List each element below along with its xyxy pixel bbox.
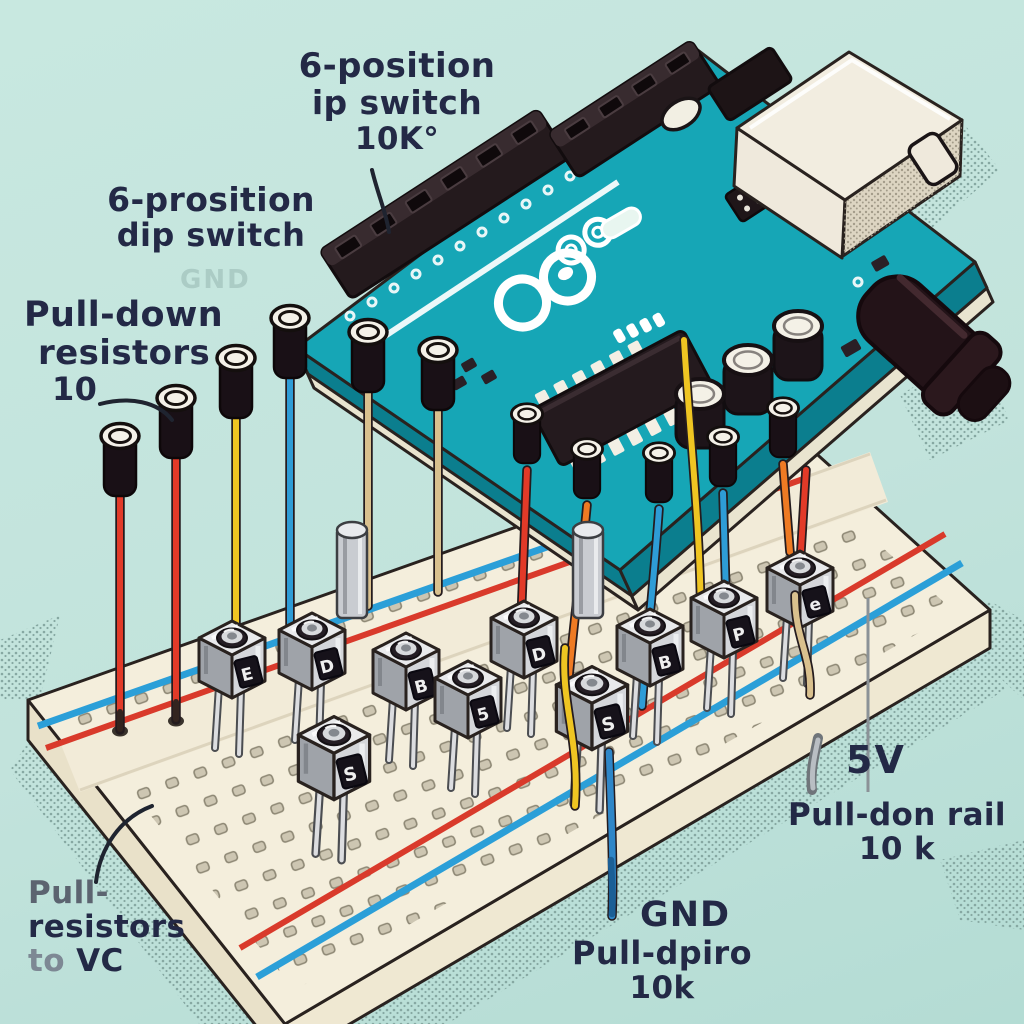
dip-switch: B: [617, 609, 683, 742]
dip-switch-label: D: [318, 656, 337, 679]
logo-capsule: [600, 206, 642, 240]
logo-text-marks: [613, 312, 666, 344]
arduino-logo: [493, 206, 666, 344]
dip-switch: D: [491, 601, 557, 734]
barrel-jack: [856, 274, 1012, 422]
dip-switch: S: [298, 717, 369, 861]
mounting-hole: [660, 96, 702, 132]
dip-switch-label: P: [731, 624, 748, 646]
label-ghost-gnd: GND: [180, 265, 251, 295]
label-top-switch: 6-position ip switch 10K°: [298, 46, 496, 157]
dip-switch-label: 5: [475, 704, 491, 726]
dip-switch: P: [691, 581, 757, 714]
label-left-switch: 6-prosition dip switch: [107, 180, 315, 255]
hex-standoff: [335, 520, 369, 620]
usb-connector: [707, 46, 964, 260]
dip-switch: e: [767, 551, 833, 684]
dip-switch: D: [279, 613, 345, 746]
dip-switch: 5: [435, 661, 501, 794]
usb-tab: [907, 131, 959, 187]
dip-switch-label: S: [600, 713, 618, 737]
label-gnd: GND: [640, 895, 731, 935]
pointer-lines: [94, 168, 391, 884]
dip-switch-label: B: [657, 652, 674, 675]
label-5v: 5V: [846, 738, 906, 782]
dip-switch-label: E: [239, 664, 255, 686]
hex-standoff: [571, 520, 605, 620]
pointer-top-switch: [370, 168, 391, 234]
dip-switch-label: D: [530, 644, 549, 667]
dip-switch-label: e: [807, 594, 823, 616]
label-pulldown-resistors: Pull-down resistors 10: [24, 295, 224, 408]
silkscreen-stripe: [380, 179, 620, 341]
dip-switch: S: [556, 667, 627, 811]
dip-switch-label: S: [342, 763, 360, 787]
pointer-pull-vcc: [94, 804, 154, 884]
metal-pin-highlight: [809, 737, 821, 791]
pointer-pulldown: [98, 398, 174, 422]
header-strip-short: [549, 41, 720, 178]
label-pulldown-rail: Pull-don rail 10 k: [788, 797, 1006, 868]
arduino-board: [294, 41, 1012, 612]
label-pulldown-bottom: Pull-dpiro 10k: [572, 934, 752, 1007]
front-wires: [559, 590, 815, 921]
label-pull-vcc: Pull- resistors to VC: [28, 875, 186, 980]
dip-switch-label: B: [413, 676, 430, 699]
dip-switches: E D S B 5 D S B P e: [199, 551, 833, 860]
dip-switch: E: [199, 621, 265, 754]
pull-down-posts: [99, 303, 459, 735]
dip-switch: B: [373, 633, 439, 766]
